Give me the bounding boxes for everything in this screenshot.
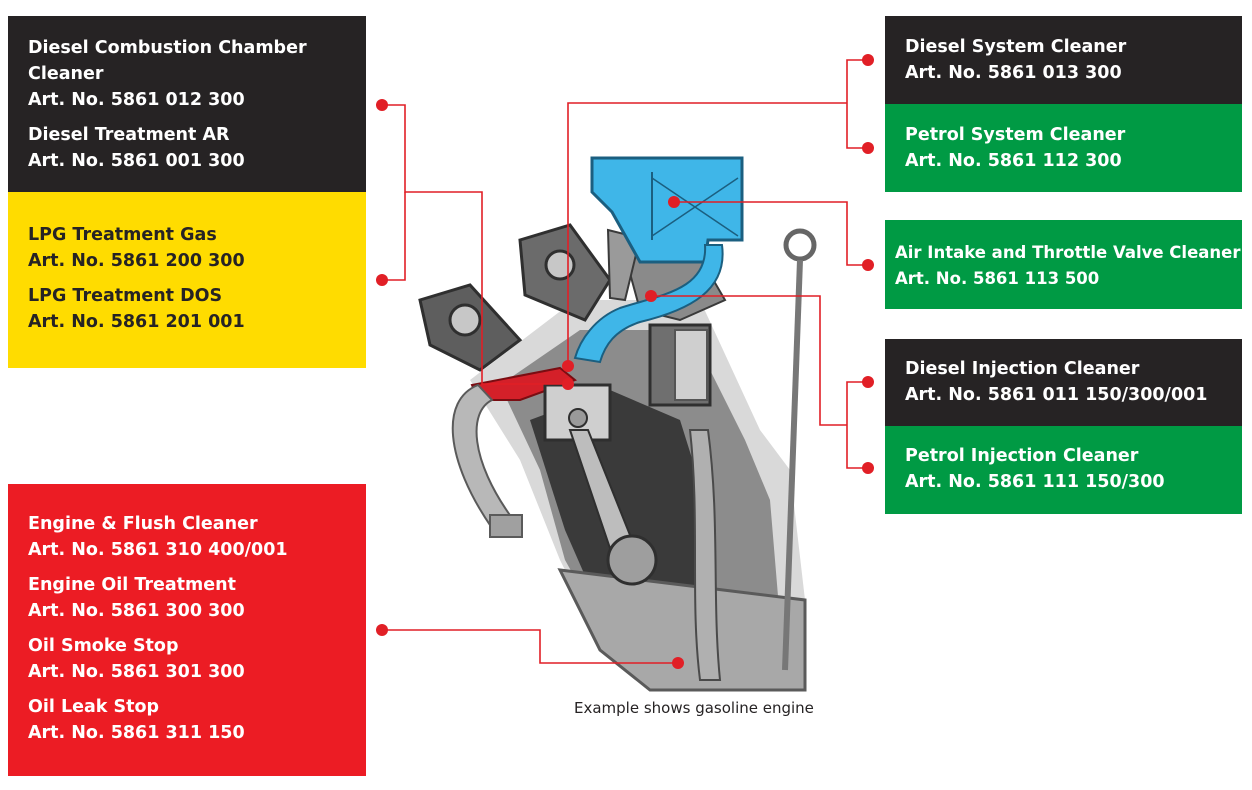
product-name: Engine Oil Treatment	[28, 575, 236, 595]
air-intake-panel: Air Intake and Throttle Valve Cleaner Ar…	[885, 220, 1242, 309]
dot-engine-box	[376, 624, 388, 636]
piston-pin	[568, 408, 588, 428]
combustion-cleaner-panel: Diesel Combustion Chamber Cleaner Art. N…	[8, 16, 366, 192]
dot-oil-pan	[672, 657, 684, 669]
dot-lpg-box	[376, 274, 388, 286]
article-number: Art. No. 5861 311 150	[28, 723, 245, 743]
product-entry: Oil Smoke Stop Art. No. 5861 301 300	[28, 633, 366, 685]
dipstick-ring	[783, 228, 817, 262]
leader-diesel-system	[846, 59, 868, 149]
article-number: Art. No. 5861 111 150/300	[905, 472, 1165, 492]
product-entry: Engine Oil Treatment Art. No. 5861 300 3…	[28, 572, 366, 624]
article-number: Art. No. 5861 310 400/001	[28, 540, 288, 560]
dot-petrol-injection	[862, 462, 874, 474]
leader-injection	[651, 295, 847, 426]
leader-lines	[382, 59, 868, 664]
product-name: Engine & Flush Cleaner	[28, 514, 258, 534]
article-number: Art. No. 5861 013 300	[905, 63, 1122, 83]
article-number: Art. No. 5861 200 300	[28, 251, 245, 271]
oil-filter-element	[674, 329, 708, 401]
article-number: Art. No. 5861 201 001	[28, 312, 245, 332]
dot-air-filter	[668, 196, 680, 208]
article-number: Art. No. 5861 011 150/300/001	[905, 385, 1208, 405]
product-entry: LPG Treatment DOS Art. No. 5861 201 001	[28, 283, 366, 335]
article-number: Art. No. 5861 112 300	[905, 151, 1122, 171]
leader-air-intake	[674, 201, 868, 266]
product-entry: Engine & Flush Cleaner Art. No. 5861 310…	[28, 511, 366, 563]
air-filter-cross-b	[651, 177, 739, 237]
camshaft-center	[544, 249, 576, 281]
product-entry: Diesel Combustion Chamber Cleaner Art. N…	[28, 35, 366, 113]
product-name: LPG Treatment Gas	[28, 225, 217, 245]
dot-petrol-system	[862, 142, 874, 154]
leader-dots	[376, 54, 874, 669]
article-number: Art. No. 5861 300 300	[28, 601, 245, 621]
product-entry: LPG Treatment Gas Art. No. 5861 200 300	[28, 222, 366, 274]
dot-intake-runner	[645, 290, 657, 302]
engine-illustration	[418, 156, 817, 692]
engine-oil-panel: Engine & Flush Cleaner Art. No. 5861 310…	[8, 484, 366, 776]
product-name: Oil Smoke Stop	[28, 636, 179, 656]
product-name: Air Intake and Throttle Valve Cleaner	[895, 243, 1241, 262]
lpg-treatment-panel: LPG Treatment Gas Art. No. 5861 200 300 …	[8, 192, 366, 368]
product-name: Diesel Combustion Chamber	[28, 38, 307, 58]
article-number: Art. No. 5861 001 300	[28, 151, 245, 171]
exhaust-flange	[489, 514, 523, 538]
product-name: LPG Treatment DOS	[28, 286, 223, 306]
product-name: Petrol System Cleaner	[905, 125, 1126, 145]
product-name: Oil Leak Stop	[28, 697, 160, 717]
oil-pickup-tube	[688, 429, 722, 681]
product-entry: Diesel Treatment AR Art. No. 5861 001 30…	[28, 122, 366, 174]
product-name: Diesel System Cleaner	[905, 37, 1127, 57]
dot-fuel-line	[562, 360, 574, 372]
dot-combustion-box	[376, 99, 388, 111]
product-name-continued: Cleaner	[28, 64, 104, 84]
product-name: Diesel Injection Cleaner	[905, 359, 1140, 379]
crankshaft	[606, 534, 658, 586]
dot-diesel-injection	[862, 376, 874, 388]
leader-lpg	[382, 192, 406, 281]
diesel-injection-panel: Diesel Injection Cleaner Art. No. 5861 0…	[885, 339, 1242, 426]
petrol-injection-panel: Petrol Injection Cleaner Art. No. 5861 1…	[885, 426, 1242, 514]
intake-runner	[573, 244, 724, 364]
dipstick-rod	[782, 259, 803, 671]
leader-combustion	[382, 104, 568, 385]
leader-engine-oil	[382, 629, 678, 664]
article-number: Art. No. 5861 113 500	[895, 269, 1100, 288]
dot-combustion-chamber	[562, 378, 574, 390]
product-name: Diesel Treatment AR	[28, 125, 230, 145]
camshaft-left	[448, 303, 482, 337]
dot-air-intake	[862, 259, 874, 271]
leader-injection-bracket	[846, 381, 868, 469]
product-name: Petrol Injection Cleaner	[905, 446, 1139, 466]
oil-pan	[557, 568, 807, 692]
leader-fuel-system	[567, 102, 847, 366]
diesel-system-panel: Diesel System Cleaner Art. No. 5861 013 …	[885, 16, 1242, 104]
diagram-caption: Example shows gasoline engine	[574, 699, 814, 717]
product-entry: Oil Leak Stop Art. No. 5861 311 150	[28, 694, 366, 746]
article-number: Art. No. 5861 012 300	[28, 90, 245, 110]
article-number: Art. No. 5861 301 300	[28, 662, 245, 682]
dot-diesel-system	[862, 54, 874, 66]
petrol-system-panel: Petrol System Cleaner Art. No. 5861 112 …	[885, 104, 1242, 192]
